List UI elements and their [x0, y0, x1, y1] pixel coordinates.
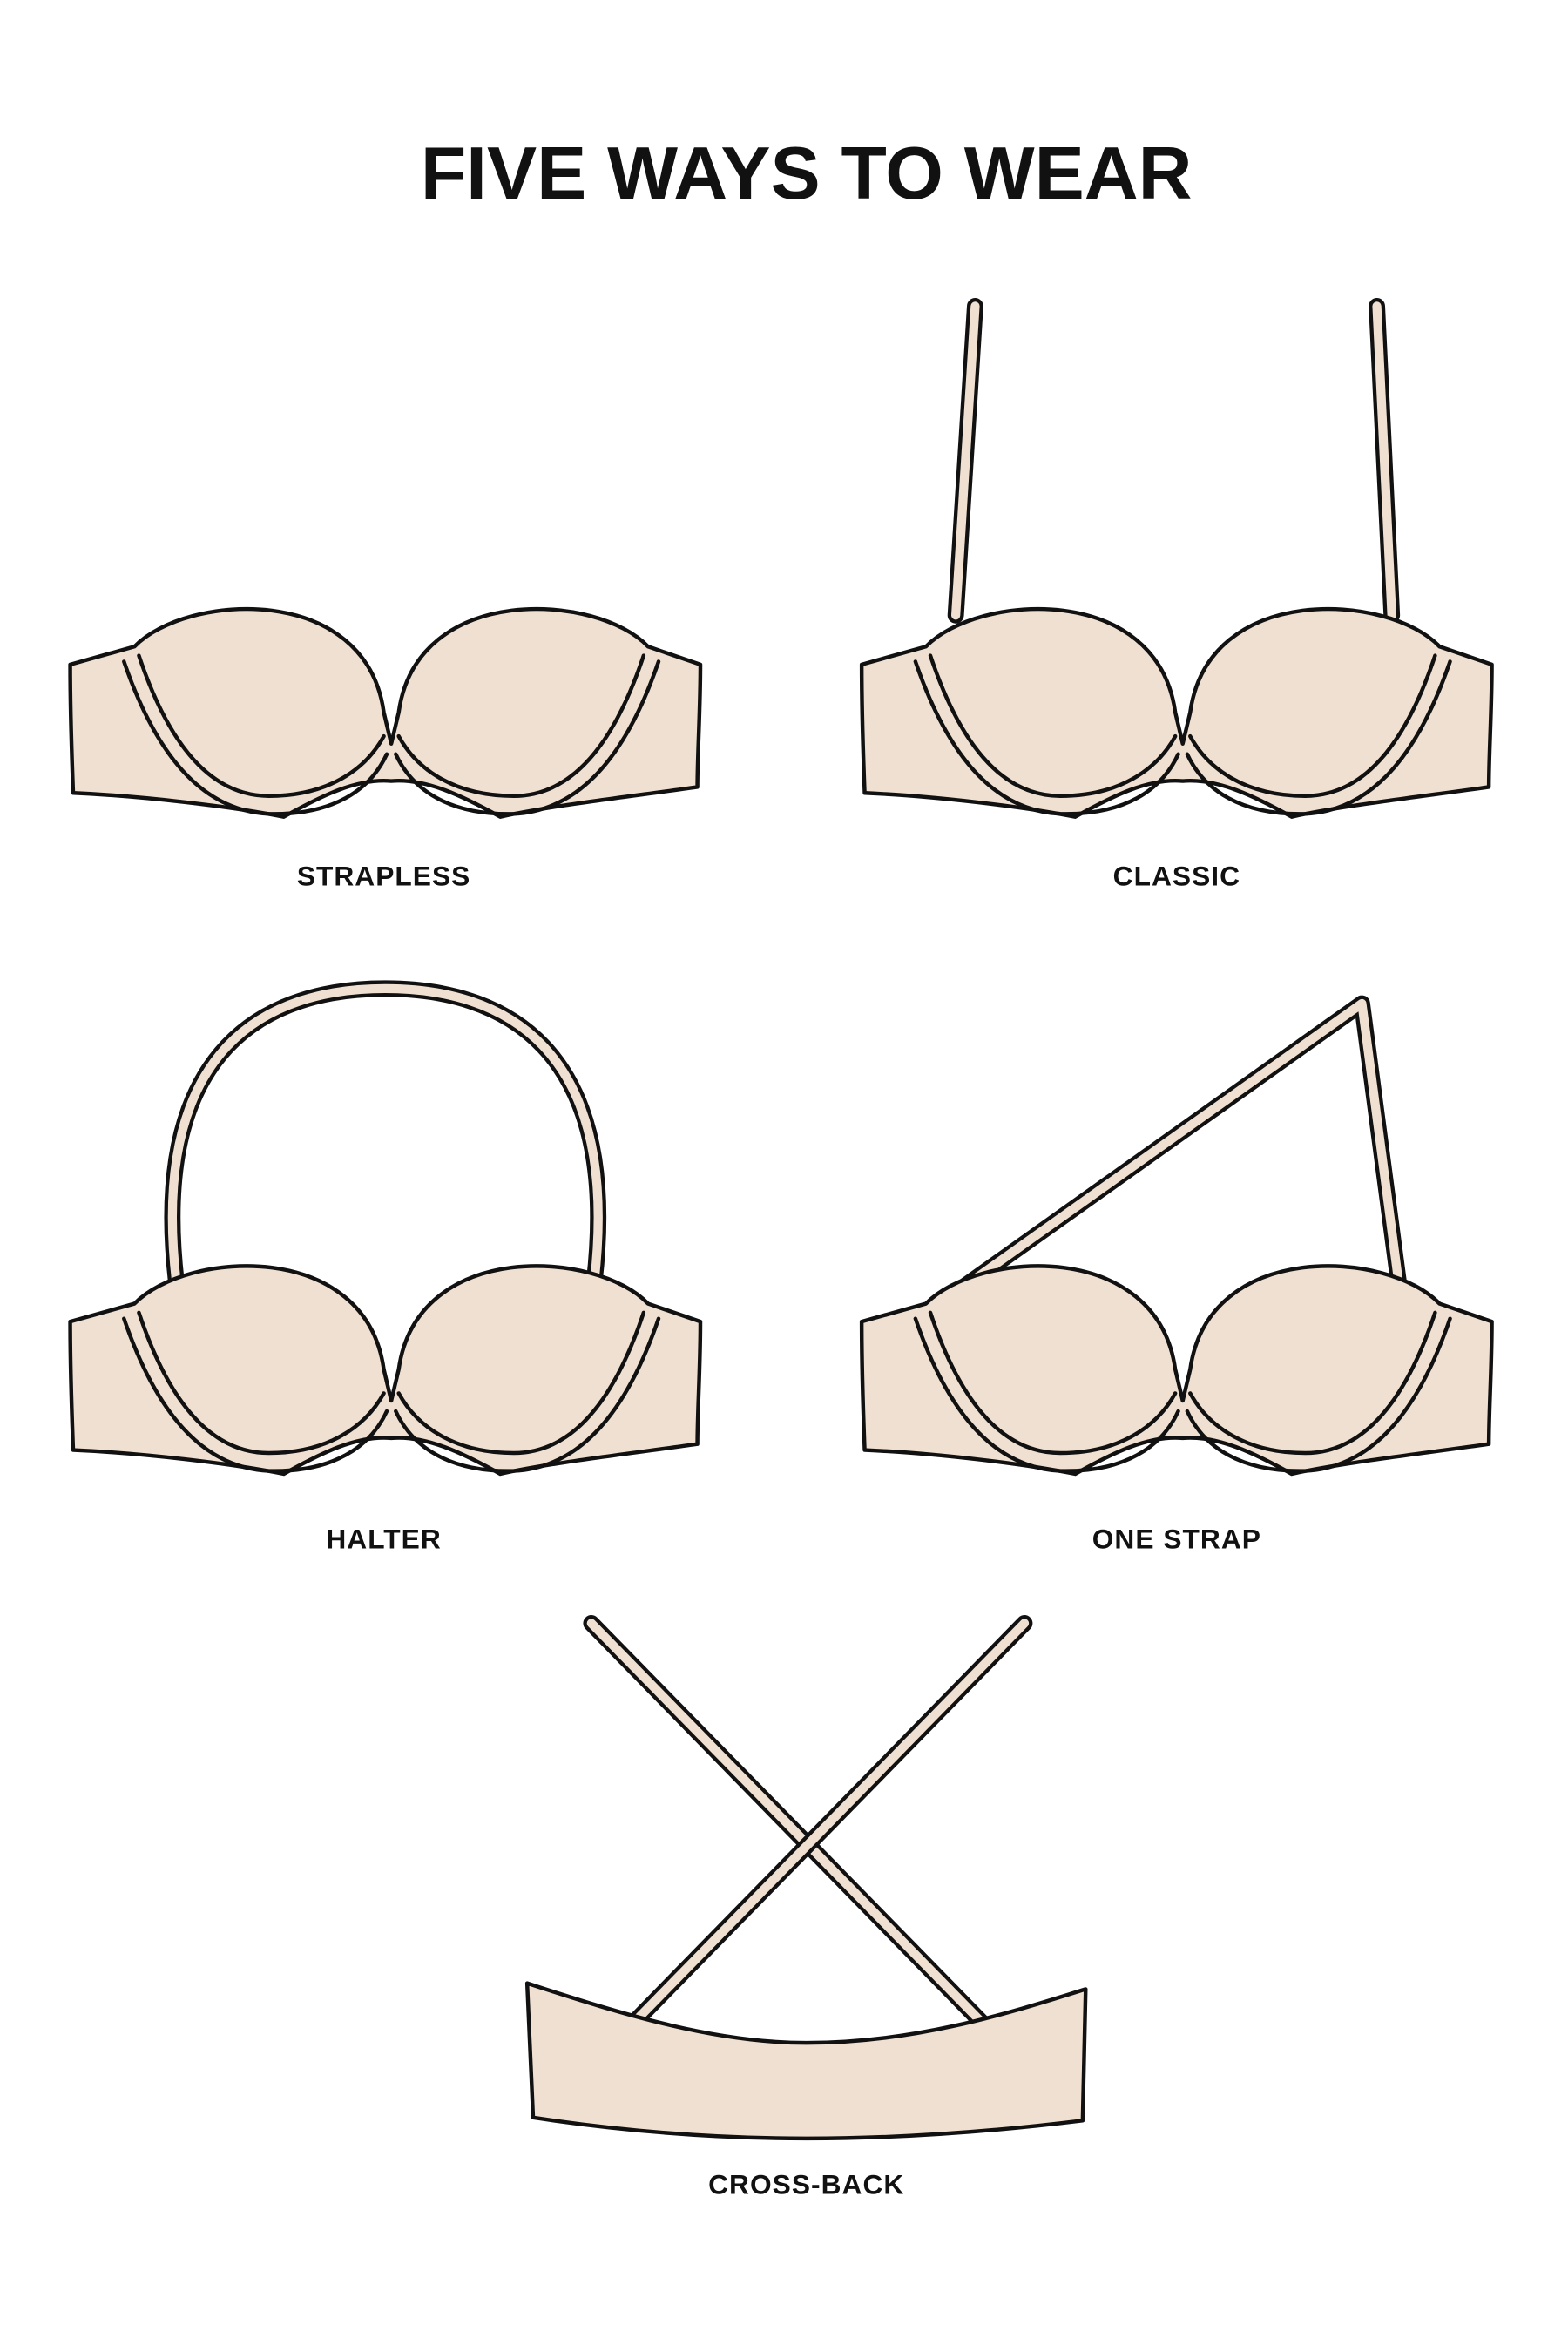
style-label-cross-back: CROSS-BACK — [708, 2168, 904, 2200]
one-strap-illustration — [862, 995, 1491, 1474]
page-title: FIVE WAYS TO WEAR — [421, 132, 1193, 215]
cross-back-illustration — [524, 1615, 1088, 2141]
halter-illustration — [71, 980, 700, 1474]
strapless-illustration — [71, 609, 700, 817]
style-label-classic: CLASSIC — [1113, 861, 1240, 892]
style-label-strapless: STRAPLESS — [297, 861, 471, 892]
style-label-halter: HALTER — [326, 1524, 441, 1555]
classic-illustration — [862, 297, 1491, 816]
style-label-one-strap: ONE STRAP — [1092, 1524, 1261, 1555]
